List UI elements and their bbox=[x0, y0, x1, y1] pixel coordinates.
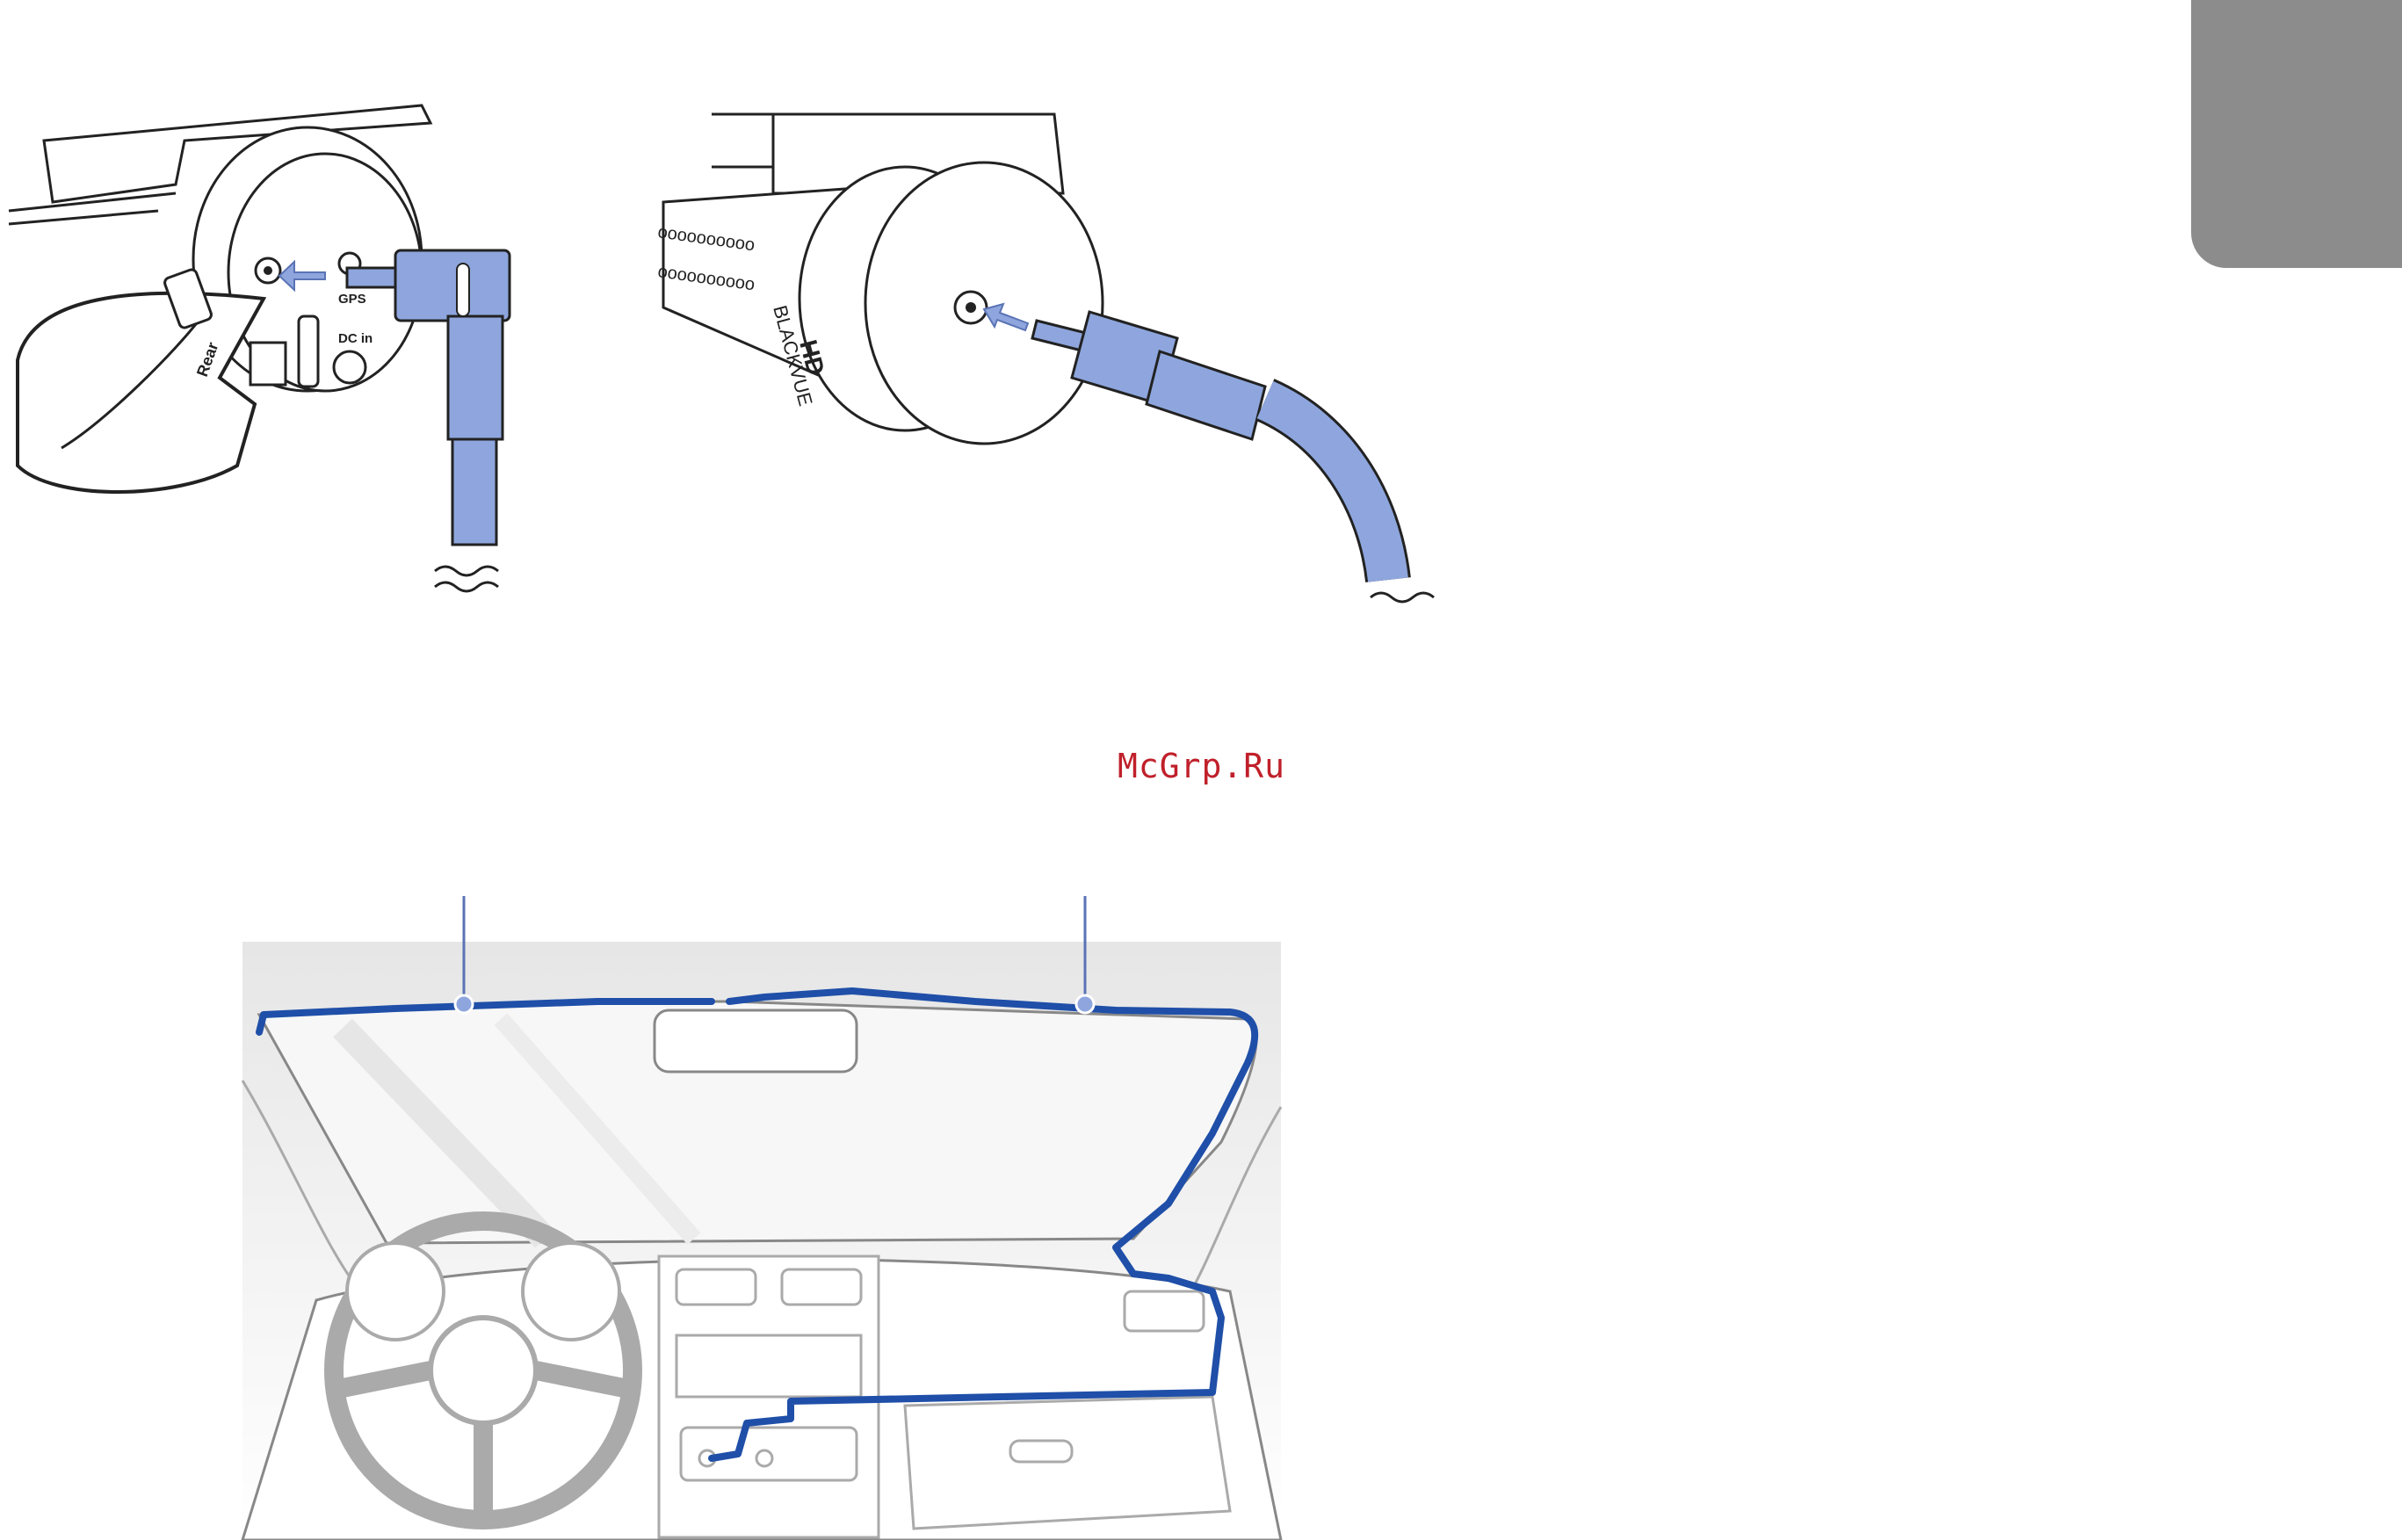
watermark: McGrp.Ru bbox=[1118, 747, 1285, 785]
rearview-mirror bbox=[655, 1010, 857, 1072]
rear-camera-illustration: oooooooooo oooooooooo BLACKVUE HD bbox=[615, 88, 1458, 615]
dc-in-port bbox=[334, 351, 365, 383]
callout-point-right bbox=[1076, 995, 1094, 1013]
port-cover bbox=[18, 293, 264, 492]
section-tab bbox=[2191, 0, 2402, 268]
glove-box bbox=[905, 1397, 1230, 1529]
callout-point-left bbox=[455, 995, 473, 1013]
cable-connector bbox=[395, 250, 510, 321]
cable bbox=[452, 439, 496, 545]
gps-label: GPS bbox=[338, 292, 366, 307]
radio-panel bbox=[681, 1428, 857, 1480]
cable-routing-illustration bbox=[237, 878, 1291, 1540]
dc-in-label: DC in bbox=[338, 331, 373, 346]
front-camera-illustration: GPS DC in Rear bbox=[0, 88, 527, 615]
cable-plug bbox=[347, 268, 400, 287]
